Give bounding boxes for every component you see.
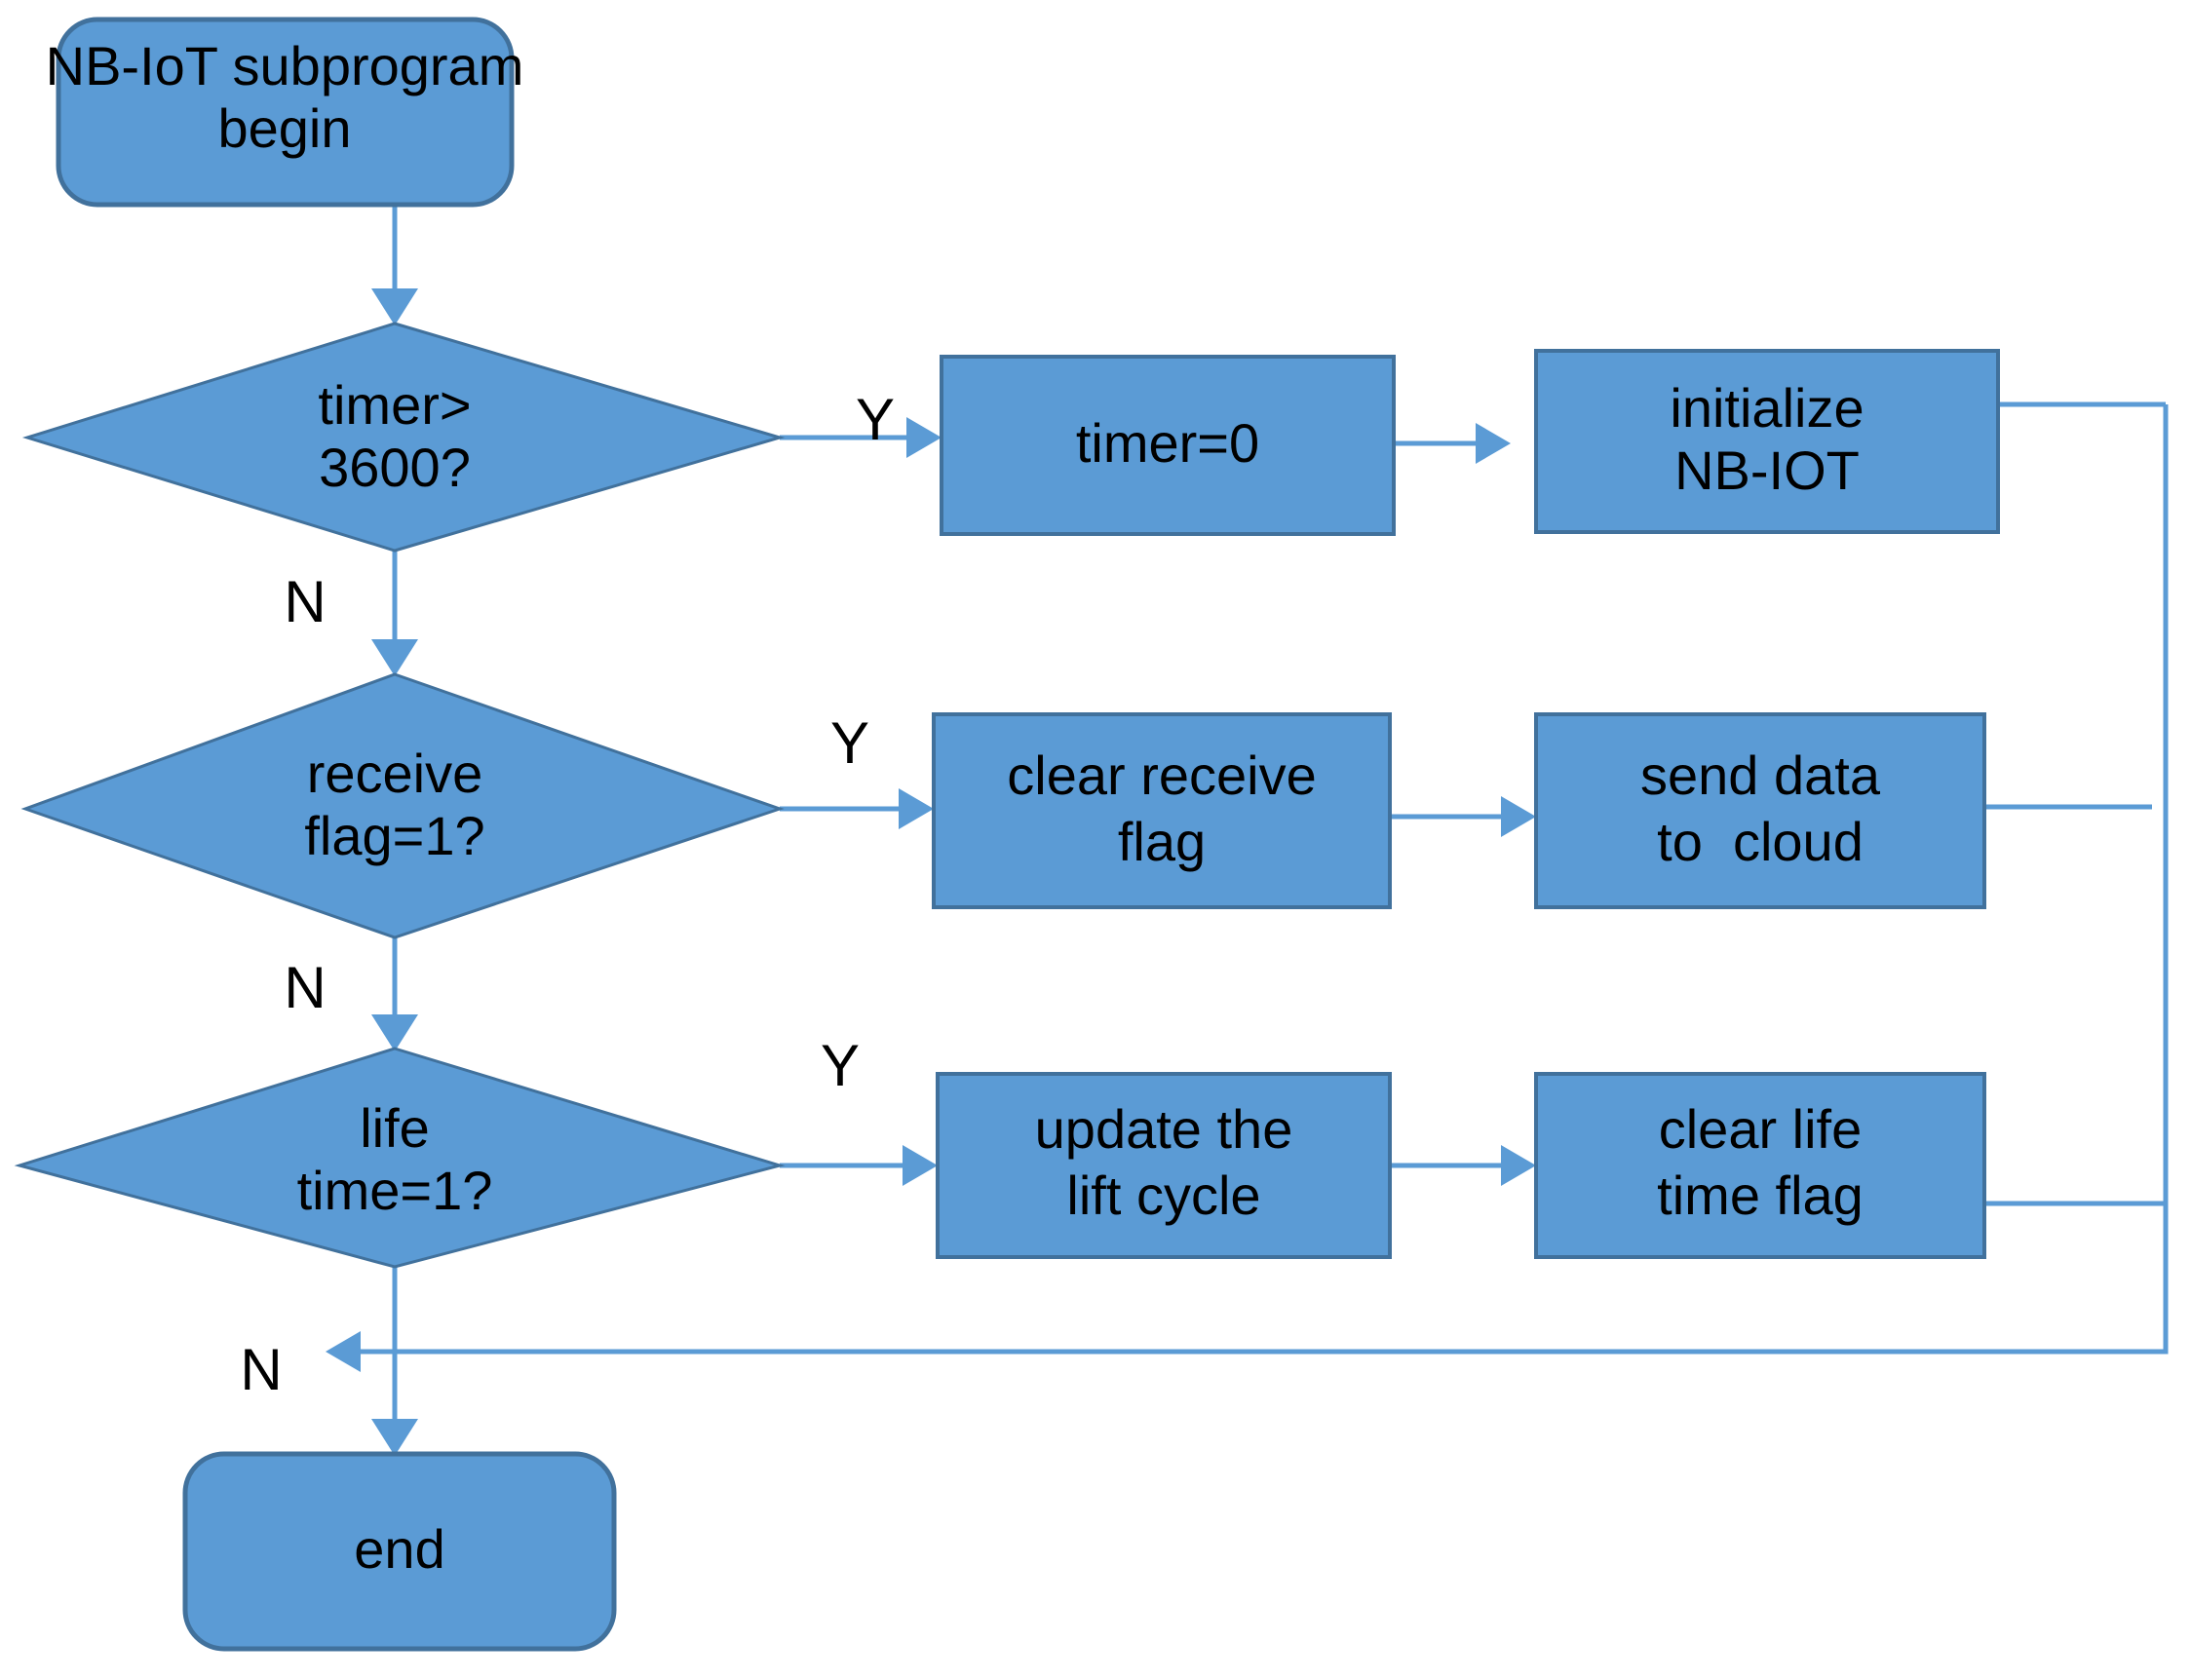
node-begin-line1: NB-IoT subprogram bbox=[46, 35, 524, 96]
connector-timer-yes bbox=[780, 417, 942, 458]
connector-clearflag-to-senddata bbox=[1389, 796, 1536, 837]
connector-receive-no bbox=[371, 931, 418, 1051]
node-decision-timer-line2: 3600? bbox=[319, 437, 471, 498]
connector-timer0-to-initialize bbox=[1394, 423, 1511, 464]
node-send-data-line1: send data bbox=[1640, 745, 1881, 806]
branch-label-timer-yes: Y bbox=[856, 387, 895, 452]
node-decision-timer[interactable]: timer> 3600? bbox=[21, 322, 786, 553]
node-timer-zero-label: timer=0 bbox=[1076, 412, 1259, 474]
node-decision-timer-line1: timer> bbox=[318, 374, 471, 436]
node-clear-receive-flag-line1: clear receive bbox=[1007, 745, 1316, 806]
node-end-label: end bbox=[354, 1518, 444, 1580]
node-decision-receive[interactable]: receive flag=1? bbox=[20, 672, 785, 939]
node-end[interactable]: end bbox=[182, 1451, 617, 1652]
node-send-data-line2: to cloud bbox=[1657, 811, 1864, 872]
node-begin-line2: begin bbox=[217, 97, 351, 159]
node-clear-receive-flag-line2: flag bbox=[1118, 811, 1206, 872]
connector-right-return-bus bbox=[326, 404, 2169, 1372]
branch-label-timer-no: N bbox=[284, 569, 326, 634]
connector-lifetime-no bbox=[371, 1267, 418, 1456]
connector-receive-yes bbox=[780, 788, 934, 829]
node-clear-life-flag-line2: time flag bbox=[1657, 1165, 1864, 1226]
node-timer-zero[interactable]: timer=0 bbox=[940, 355, 1396, 536]
node-decision-lifetime-line2: time=1? bbox=[297, 1160, 493, 1221]
node-decision-lifetime-line1: life bbox=[360, 1097, 430, 1159]
branch-label-receive-no: N bbox=[284, 955, 326, 1020]
node-update-lift-cycle-line1: update the bbox=[1035, 1098, 1293, 1160]
node-decision-receive-line2: flag=1? bbox=[304, 805, 484, 866]
connector-timer-no bbox=[371, 551, 418, 676]
node-clear-life-flag-line1: clear life bbox=[1659, 1098, 1863, 1160]
node-clear-receive-flag[interactable]: clear receive flag bbox=[932, 712, 1392, 909]
node-update-lift-cycle[interactable]: update the lift cycle bbox=[936, 1072, 1392, 1259]
node-initialize-nbiot-line1: initialize bbox=[1670, 377, 1864, 439]
branch-label-lifetime-yes: Y bbox=[821, 1033, 860, 1098]
connector-lifetime-yes bbox=[780, 1145, 938, 1186]
connector-update-to-clearlife bbox=[1389, 1145, 1536, 1186]
node-begin[interactable]: NB-IoT subprogram begin bbox=[46, 17, 524, 208]
branch-label-lifetime-no: N bbox=[240, 1337, 282, 1402]
node-clear-life-flag[interactable]: clear life time flag bbox=[1534, 1072, 1986, 1259]
connector-begin-to-timer bbox=[371, 205, 418, 325]
node-initialize-nbiot[interactable]: initialize NB-IOT bbox=[1534, 349, 2000, 534]
node-decision-lifetime[interactable]: life time=1? bbox=[14, 1047, 786, 1269]
branch-label-receive-yes: Y bbox=[830, 710, 869, 776]
node-decision-receive-line1: receive bbox=[307, 743, 483, 804]
node-initialize-nbiot-line2: NB-IOT bbox=[1674, 439, 1860, 501]
node-send-data[interactable]: send data to cloud bbox=[1534, 712, 1986, 909]
node-update-lift-cycle-line2: lift cycle bbox=[1066, 1165, 1260, 1226]
